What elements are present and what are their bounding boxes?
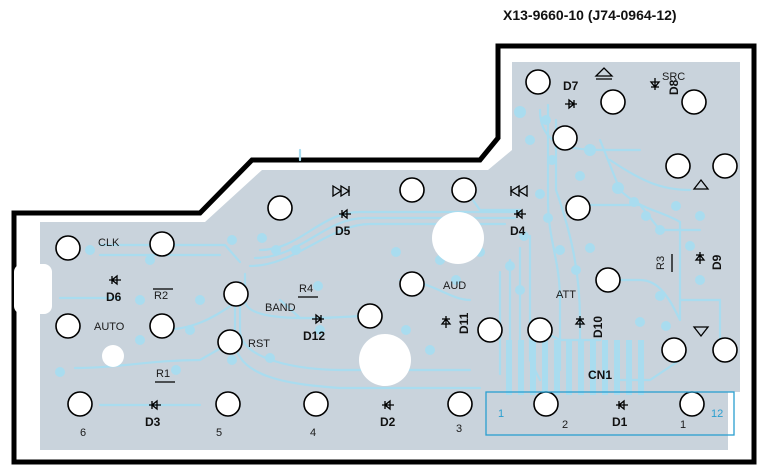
diode-d7 xyxy=(565,98,577,110)
diode-d2 xyxy=(382,399,394,411)
fast-forward-icon xyxy=(332,184,351,198)
label-aud: AUD xyxy=(443,280,467,292)
label-att: ATT xyxy=(556,289,576,301)
label-d6: D6 xyxy=(106,290,122,304)
pin-1: 1 xyxy=(680,419,687,431)
label-d9: D9 xyxy=(710,254,724,270)
label-src: SRC xyxy=(662,71,686,83)
down-triangle-icon xyxy=(692,326,710,338)
diode-d9 xyxy=(694,252,706,264)
label-rst: RST xyxy=(248,338,270,350)
label-d3: D3 xyxy=(145,415,161,429)
cn1-pins xyxy=(506,340,644,395)
button-pads xyxy=(55,69,738,417)
pin-5: 5 xyxy=(216,427,223,439)
symbols xyxy=(153,67,710,383)
pin-6: 6 xyxy=(80,427,87,439)
diode-d4 xyxy=(514,208,526,220)
label-auto: AUTO xyxy=(94,321,125,333)
cn1-pin-end: 12 xyxy=(711,408,724,420)
diode-d11 xyxy=(440,316,452,328)
label-d10: D10 xyxy=(591,315,605,338)
pin-2: 2 xyxy=(562,419,569,431)
label-r2: R2 xyxy=(154,290,169,302)
diode-d5 xyxy=(339,208,351,220)
up-triangle-icon xyxy=(692,178,710,190)
rewind-icon xyxy=(509,184,528,198)
board-body xyxy=(40,62,740,450)
label-d8: D8 xyxy=(667,79,681,95)
label-r1: R1 xyxy=(156,368,171,380)
diode-d12 xyxy=(312,313,324,325)
diode-d8 xyxy=(649,78,661,90)
label-d2: D2 xyxy=(380,415,396,429)
label-d7: D7 xyxy=(563,79,579,93)
board-outline xyxy=(11,43,757,465)
diode-d6 xyxy=(109,274,121,286)
vias xyxy=(55,106,705,377)
cn1-box xyxy=(485,391,735,436)
label-band: BAND xyxy=(265,302,296,314)
label-d12: D12 xyxy=(303,329,326,343)
label-r4: R4 xyxy=(299,283,314,295)
diode-d1 xyxy=(616,399,628,411)
label-cn1: CN1 xyxy=(588,368,613,382)
label-d1: D1 xyxy=(612,415,628,429)
pin-4: 4 xyxy=(310,427,317,439)
diode-d10 xyxy=(574,316,586,328)
label-d11: D11 xyxy=(457,312,471,334)
holes xyxy=(14,212,484,386)
diodes xyxy=(109,78,706,411)
label-d4: D4 xyxy=(510,224,526,238)
label-clk: CLK xyxy=(98,237,120,249)
diode-d3 xyxy=(149,399,161,411)
board-title: X13-9660-10 (J74-0964-12) xyxy=(503,7,677,23)
label-d5: D5 xyxy=(335,224,351,238)
pin-3: 3 xyxy=(456,423,463,435)
cn1-pin-start: 1 xyxy=(498,408,505,420)
label-r3: R3 xyxy=(655,255,667,270)
eject-icon xyxy=(594,67,614,80)
